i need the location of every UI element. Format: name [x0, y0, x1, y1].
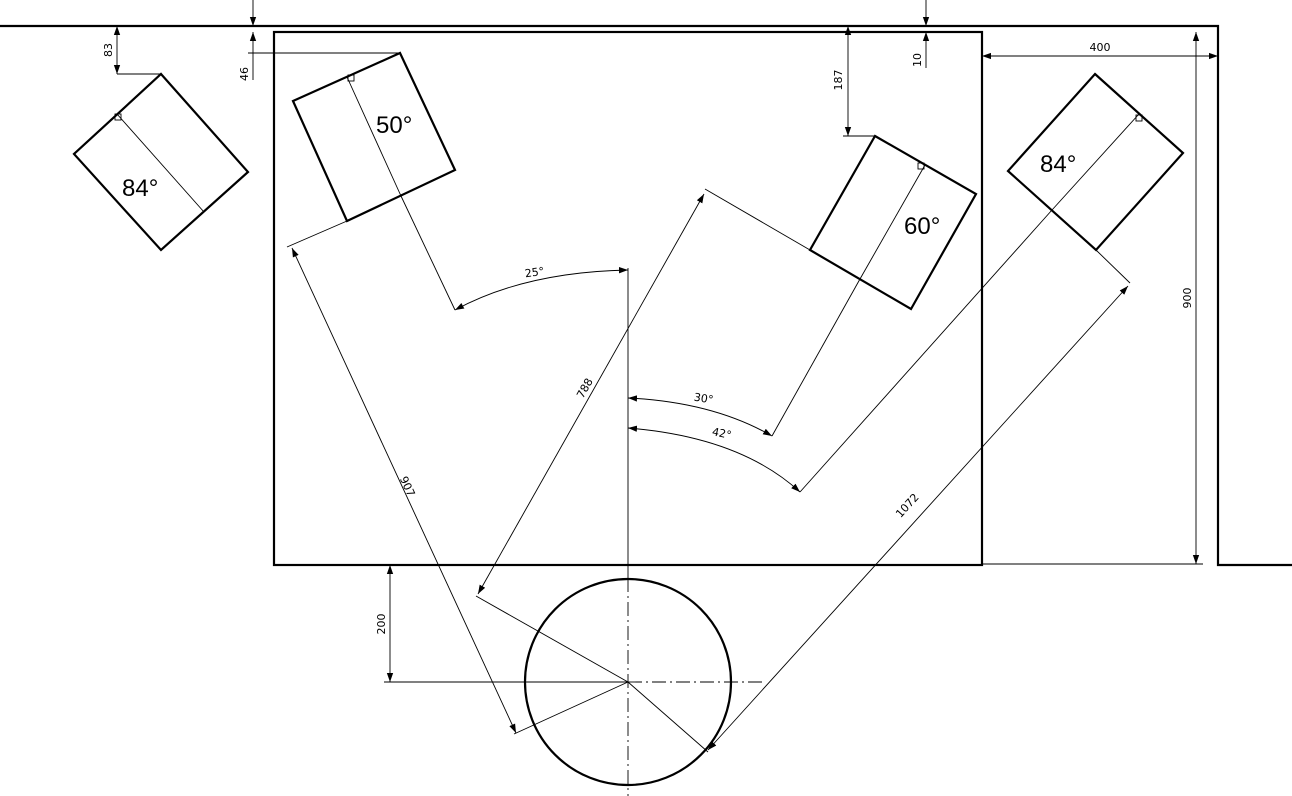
- dimension-788: 788: [477, 193, 705, 595]
- dimension-200: 200: [375, 565, 628, 683]
- right-angle-mark: [1135, 114, 1143, 122]
- head-left-inner-body: [291, 51, 457, 223]
- radial-lines: [475, 595, 709, 753]
- extension-line: [1095, 249, 1131, 284]
- head-left-outer-body: [72, 72, 250, 252]
- dimension-46: 46: [238, 0, 400, 81]
- head-right-inner-body: [808, 134, 978, 311]
- dim-400-text: 400: [1090, 41, 1111, 54]
- room-outline: [0, 24, 1292, 567]
- wheel: [523, 268, 766, 796]
- head-right-inner: 60°: [704, 134, 978, 437]
- head-right-inner-label: 60°: [904, 213, 940, 240]
- dimension-900: 900: [982, 32, 1203, 565]
- dimension-83: 83: [102, 26, 161, 75]
- dim-83-text: 83: [102, 43, 115, 57]
- radial-line-907: [513, 681, 629, 735]
- dim-907-text: 907: [397, 474, 418, 499]
- head-left-outer-label: 84°: [122, 175, 158, 202]
- dim-187-text: 187: [832, 70, 845, 91]
- right-angle-mark: [114, 113, 122, 121]
- angle-dimension-25: 25°: [454, 265, 629, 311]
- angle-25-text: 25°: [524, 265, 545, 281]
- extension-line: [704, 188, 811, 251]
- head-left-inner-divider: [346, 76, 402, 197]
- dim-1072-text: 1072: [893, 491, 921, 520]
- head-left-outer: 84°: [72, 72, 250, 252]
- head-right-outer-axis: [799, 209, 1053, 493]
- dimension-10: 10: [911, 0, 940, 68]
- head-right-outer-divider: [1051, 113, 1140, 211]
- dim-200-text: 200: [375, 614, 388, 635]
- angle-30-text: 30°: [693, 391, 714, 407]
- head-right-inner-divider: [859, 164, 926, 280]
- head-right-inner-axis: [771, 278, 861, 437]
- right-angle-mark: [917, 162, 925, 170]
- angle-dimension-42: 42°: [627, 425, 801, 493]
- dimension-400: 400: [982, 41, 1218, 60]
- radial-line-1072: [627, 681, 709, 753]
- dim-788-text: 788: [574, 376, 596, 401]
- dimension-1072: 1072: [707, 285, 1129, 751]
- right-angle-mark: [347, 74, 355, 82]
- dimension-907: 907: [291, 247, 517, 734]
- head-left-inner: 50°: [286, 51, 457, 311]
- dimension-187: 187: [832, 26, 875, 137]
- dim-900-text: 900: [1181, 288, 1194, 309]
- angle-dimension-30: 30°: [627, 391, 773, 437]
- extension-line: [286, 220, 348, 248]
- head-left-outer-divider: [116, 113, 205, 213]
- head-left-inner-label: 50°: [376, 112, 412, 139]
- head-right-outer-label: 84°: [1040, 151, 1076, 178]
- angle-42-text: 42°: [711, 425, 733, 442]
- dim-10-text: 10: [911, 53, 924, 67]
- dim-46-text: 46: [238, 67, 251, 81]
- radial-line-788: [475, 595, 629, 683]
- ceiling-line: [0, 24, 1292, 567]
- head-left-inner-axis: [400, 195, 456, 311]
